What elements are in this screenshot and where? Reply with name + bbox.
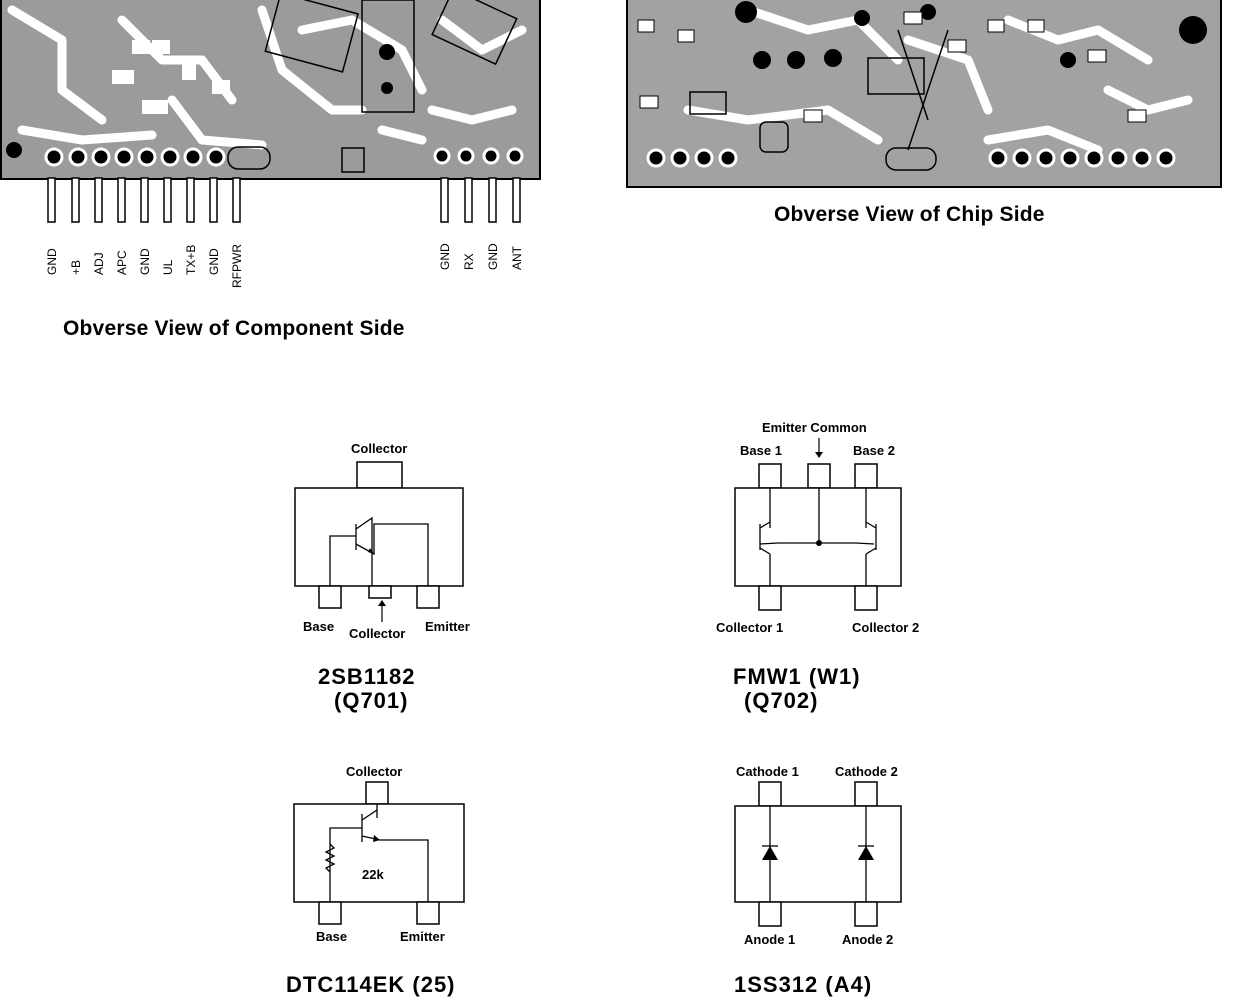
q702-collector2-label: Collector 2 — [852, 620, 920, 635]
q701-base-label: Base — [303, 619, 335, 634]
q702-emitter-common-label: Emitter Common — [762, 420, 867, 435]
pin-label-ant: ANT — [510, 246, 524, 270]
pin-label-rx: RX — [462, 253, 476, 270]
q3-collector-label: Collector — [346, 764, 403, 779]
chip-side-caption: Obverse View of Chip Side — [774, 203, 1045, 226]
pin-label-plus-b: +B — [69, 259, 83, 275]
q3-part-name: DTC114EK (25) — [286, 972, 456, 997]
q702-base2-label: Base 2 — [853, 443, 895, 458]
q702-base1-label: Base 1 — [740, 443, 782, 458]
q3-package-diagram — [293, 781, 465, 925]
pin-label-adj: ADJ — [92, 252, 106, 275]
q3-resistor-value: 22k — [362, 867, 384, 882]
q701-ref: (Q701) — [334, 688, 409, 713]
d4-package-diagram — [734, 781, 902, 927]
component-side-traces — [2, 0, 539, 178]
pin-label-tx-b: TX+B — [184, 244, 198, 275]
d4-anode2-label: Anode 2 — [842, 932, 894, 947]
q701-collector-label: Collector — [349, 626, 406, 641]
pin-label-rfpwr: RFPWR — [230, 244, 244, 288]
d4-anode1-label: Anode 1 — [744, 932, 796, 947]
d4-cathode2-label: Cathode 2 — [835, 764, 898, 779]
chip-side-traces — [628, 0, 1220, 186]
q701-collector-arrow — [378, 600, 386, 622]
q3-base-label: Base — [316, 929, 348, 944]
component-side-connector-pins — [47, 177, 521, 223]
q702-collector1-label: Collector 1 — [716, 620, 784, 635]
q3-emitter-label: Emitter — [400, 929, 445, 944]
pin-label-gnd-1: GND — [45, 248, 59, 275]
left-pads — [44, 147, 524, 167]
q702-package-diagram — [734, 438, 902, 611]
pin-label-gnd-5: GND — [486, 243, 500, 270]
component-side-caption: Obverse View of Component Side — [63, 317, 405, 340]
q701-emitter-label: Emitter — [425, 619, 470, 634]
q702-ref: (Q702) — [744, 688, 819, 713]
chip-side-board — [626, 0, 1222, 188]
pin-label-apc: APC — [115, 250, 129, 275]
q701-package-diagram — [294, 461, 464, 609]
pin-label-ul: UL — [161, 259, 175, 275]
chip-side-pads — [646, 148, 1176, 168]
pin-label-gnd-2: GND — [138, 248, 152, 275]
pin-label-gnd-4: GND — [438, 243, 452, 270]
component-side-board — [0, 0, 541, 180]
q701-part-name: 2SB1182 — [318, 664, 416, 689]
pin-label-gnd-3: GND — [207, 248, 221, 275]
q701-top-collector-label: Collector — [351, 441, 408, 456]
d4-part-name: 1SS312 (A4) — [734, 972, 873, 997]
d4-cathode1-label: Cathode 1 — [736, 764, 799, 779]
q702-part-name: FMW1 (W1) — [733, 664, 861, 689]
